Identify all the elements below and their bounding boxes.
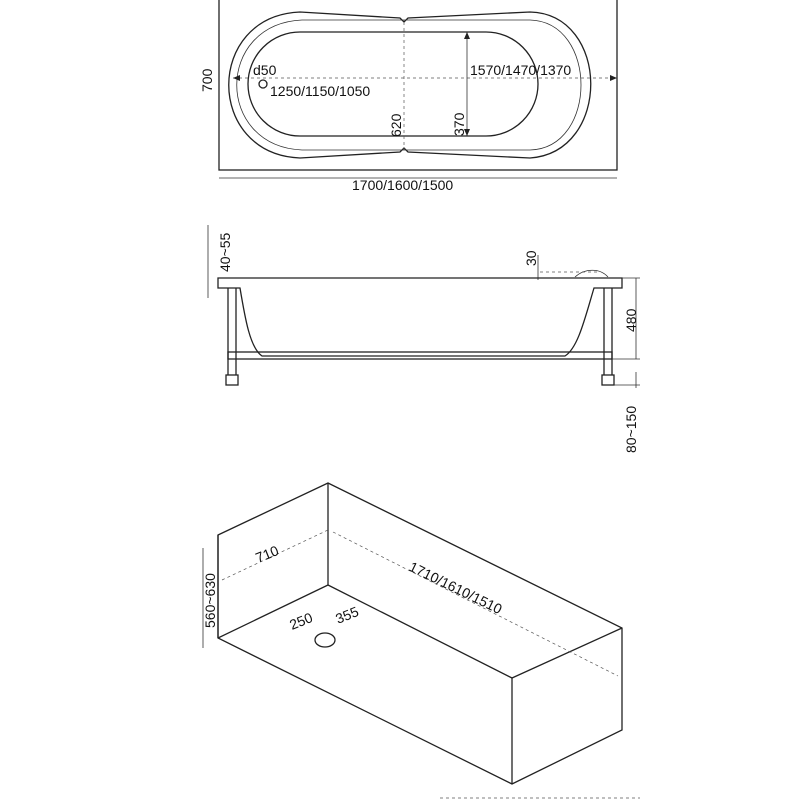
arrow-width-right [610,75,617,81]
label-width-700: 700 [199,68,215,92]
label-panel-height: 560~630 [202,573,218,628]
tub-side-profile [217,277,623,357]
arrow-width-left [233,75,240,81]
frame-foot-right [601,374,615,386]
label-legs-80-150: 80~150 [623,406,639,453]
label-panel-width: 710 [253,542,281,566]
panel-edge-front-join [511,627,623,679]
tub-outline-rect [218,0,618,171]
side-view: 40~55 30 480 80~150 [207,225,640,453]
panel-edge-back-bottom-right [327,584,513,679]
panel-edge-back-bottom-left [217,584,329,639]
panel-view: 560~630 710 1710/1610/1510 250 355 [202,482,623,785]
top-view: 700 d50 1250/1150/1050 1570/1470/1370 62… [199,0,618,193]
tub-outer-shell [228,11,592,159]
label-edge-30: 30 [523,250,539,266]
label-overall-length: 1700/1600/1500 [352,177,453,193]
frame-foot-left [225,374,239,386]
dim-line-panel-length [332,531,619,677]
tub-headrest [574,269,609,278]
label-panel-length: 1710/1610/1510 [407,558,505,617]
label-drain-d50: d50 [253,62,277,78]
label-drain-x: 250 [287,609,315,633]
panel-drain-hole [314,632,336,648]
tub-bottom [247,31,539,137]
label-bottom-width: 370 [451,112,467,136]
tub-inner-rim [236,19,582,151]
frame-crossbar [227,351,613,360]
label-inner-width: 620 [388,113,404,137]
dim-line-panel-width [221,529,329,581]
panel-box-outline [217,482,623,785]
label-depth-480: 480 [623,308,639,332]
label-drain-y: 355 [333,603,361,627]
label-inner-length: 1250/1150/1050 [270,83,370,99]
label-outer-inner-length: 1570/1470/1370 [470,62,571,78]
arrow-bottom-top [464,32,470,39]
drain-circle [258,79,268,89]
label-rim-40-55: 40~55 [217,232,233,272]
arrow-bottom-bottom [464,129,470,136]
